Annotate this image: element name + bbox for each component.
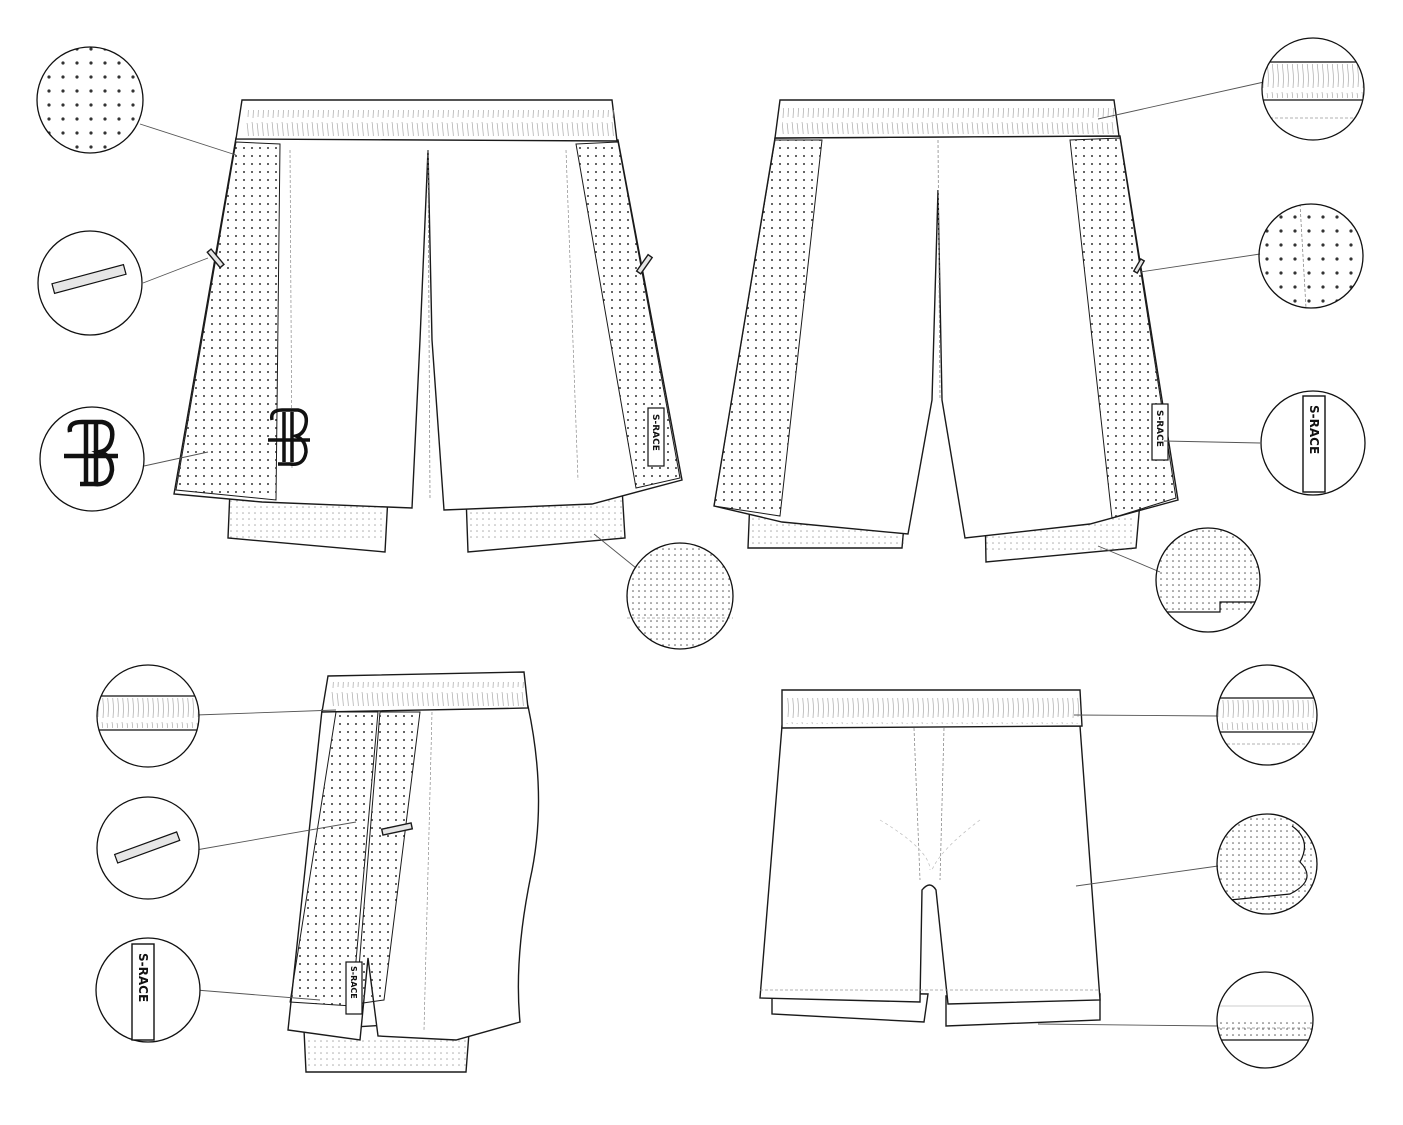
waistband-inner-icon xyxy=(1216,664,1318,766)
reflective-strip-side-icon xyxy=(96,796,200,900)
side-tab-side-icon: S-RACE xyxy=(95,937,201,1043)
side-panel-mesh-icon xyxy=(1258,203,1364,309)
inner-view-shorts xyxy=(759,689,1101,1027)
hem-mesh-icon xyxy=(1155,527,1261,633)
side-view-tab-text: S-RACE xyxy=(349,966,358,999)
reflective-strip-icon xyxy=(37,230,143,336)
front-monogram-logo xyxy=(268,408,310,466)
monogram-logo-icon xyxy=(39,406,145,512)
back-view-shorts xyxy=(713,99,1179,563)
front-side-tab-text: S-RACE xyxy=(650,414,660,451)
side-tab-icon: S-RACE xyxy=(1260,390,1366,496)
perforated-mesh-icon xyxy=(36,46,144,154)
back-side-tab: S-RACE xyxy=(1151,403,1169,461)
side-view-tab: S-RACE xyxy=(345,961,363,1015)
waistband-side-icon xyxy=(96,664,200,768)
front-view-shorts xyxy=(173,99,683,553)
front-side-tab: S-RACE xyxy=(647,407,665,467)
callout-leader-lines xyxy=(139,81,1265,1027)
callout-tab-back-text: S-RACE xyxy=(1307,405,1321,454)
back-side-tab-text: S-RACE xyxy=(1154,410,1164,447)
waistband-detail-icon xyxy=(1261,37,1365,141)
inner-body xyxy=(759,725,1101,1005)
liner-mesh-icon xyxy=(626,542,734,650)
front-body xyxy=(173,137,683,511)
callout-tab-side-text: S-RACE xyxy=(136,953,150,1002)
liner-hem-icon xyxy=(1216,971,1314,1069)
side-view-shorts xyxy=(287,671,540,1073)
inner-mesh-icon xyxy=(1216,813,1318,915)
